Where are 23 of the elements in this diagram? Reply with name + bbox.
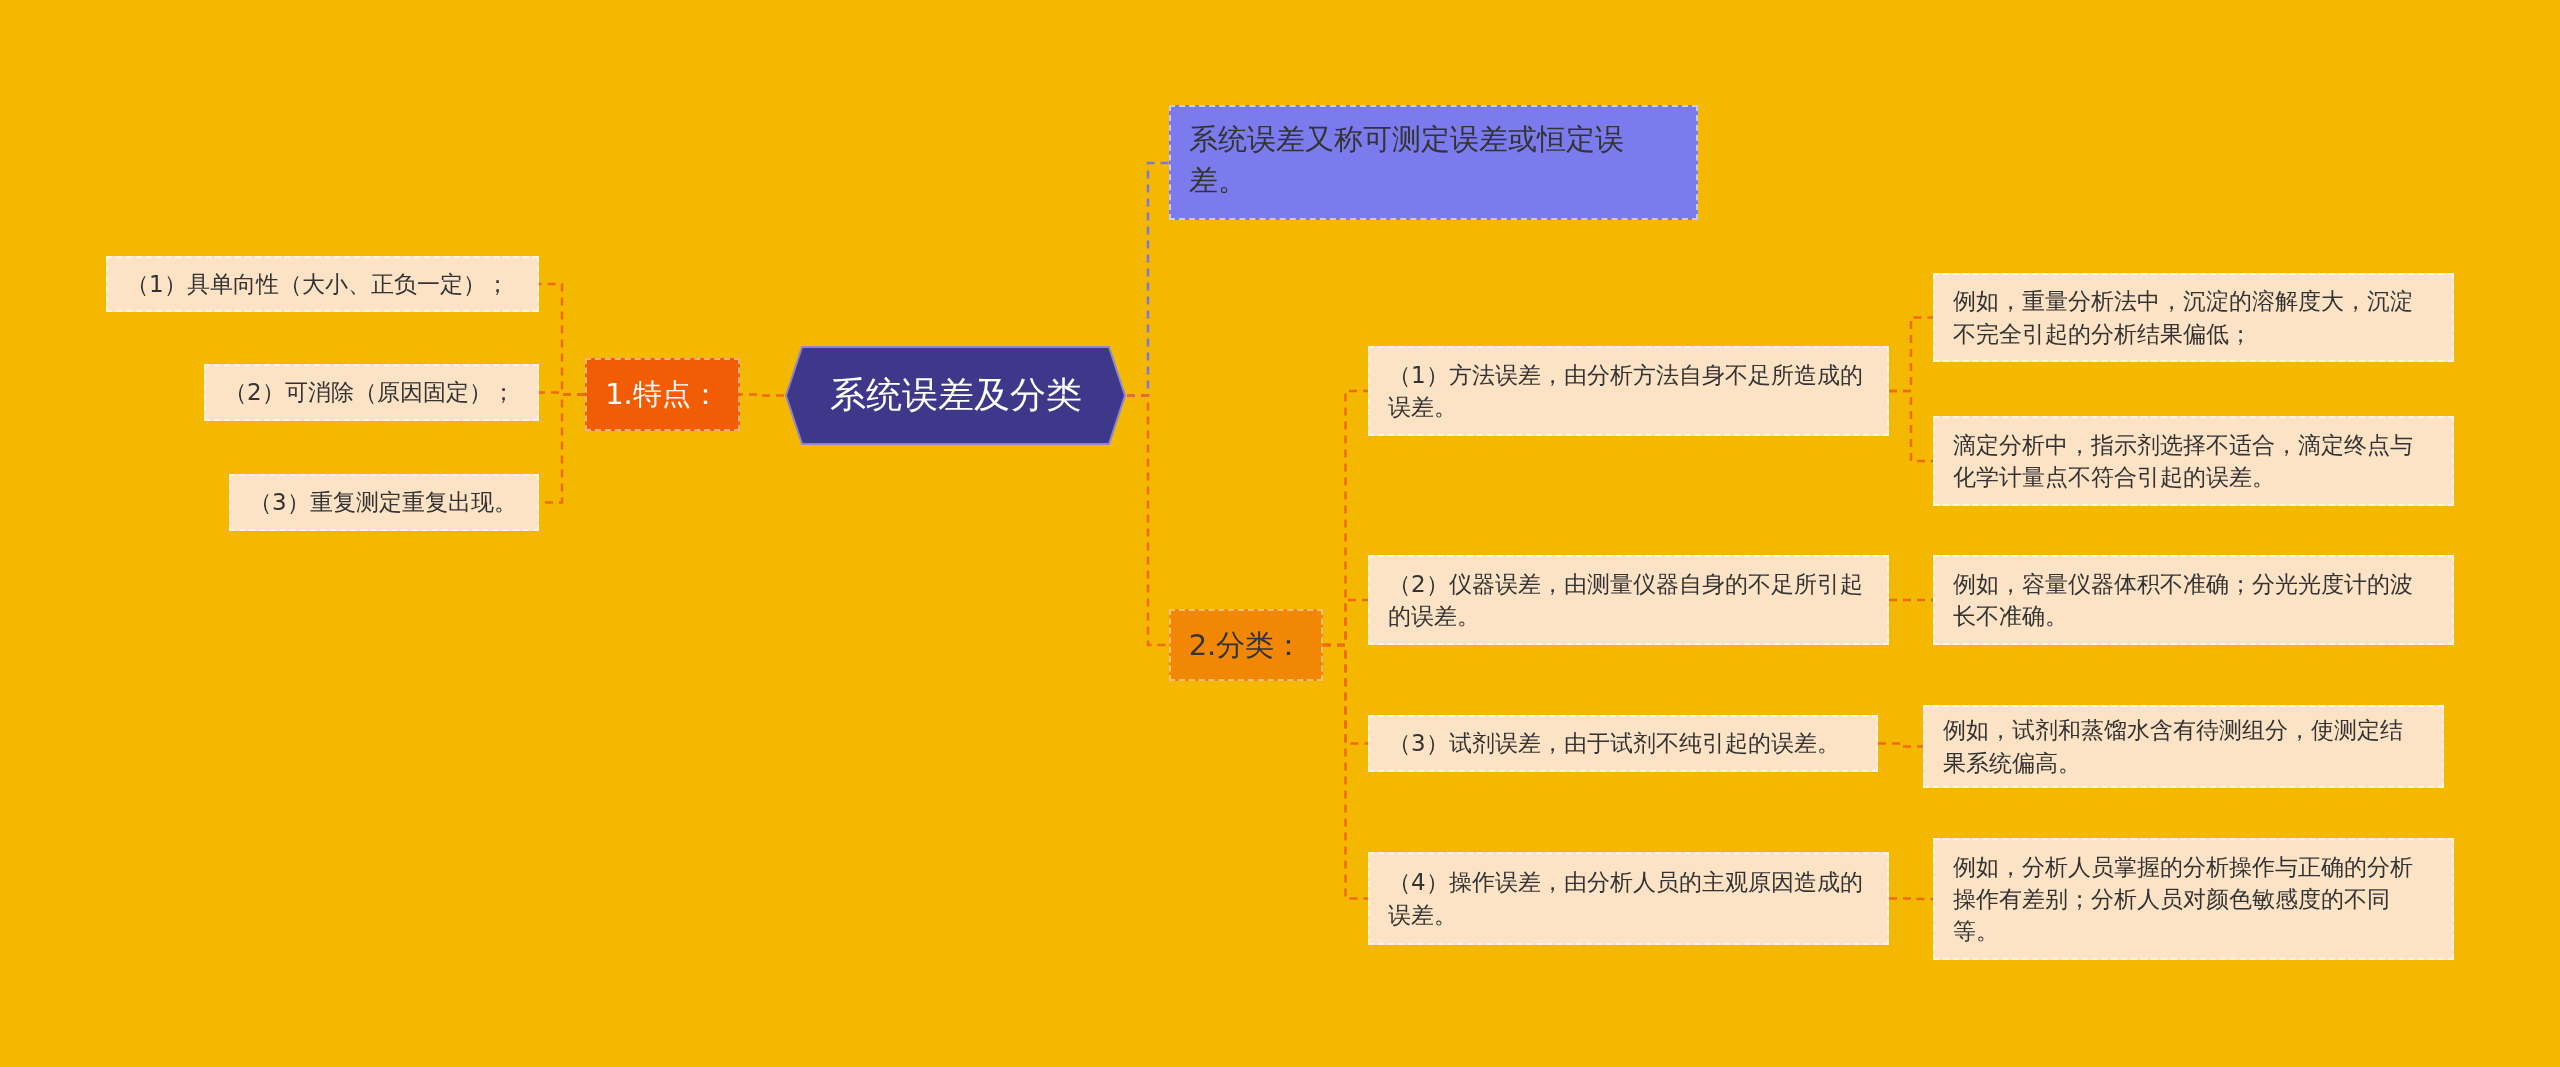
topic-box: 例如，分析人员掌握的分析操作与正确的分析操作有差别；分析人员对颜色敏感度的不同等。	[1933, 838, 2454, 960]
topic-box: （3）重复测定重复出现。	[229, 474, 539, 531]
topic-box: 2.分类：	[1169, 609, 1323, 681]
connector-line	[1323, 643, 1368, 900]
topic-box: （1）方法误差，由分析方法自身不足所造成的误差。	[1368, 346, 1889, 436]
topic-box: （3）试剂误差，由于试剂不纯引起的误差。	[1368, 715, 1878, 772]
topic-box: 例如，重量分析法中，沉淀的溶解度大，沉淀不完全引起的分析结果偏低；	[1933, 273, 2454, 362]
topic-box: 例如，容量仪器体积不准确；分光光度计的波长不准确。	[1933, 555, 2454, 645]
topic-box: 系统误差又称可测定误差或恒定误差。	[1169, 105, 1698, 220]
connector-line	[1127, 394, 1169, 647]
topic-box: 例如，试剂和蒸馏水含有待测组分，使测定结果系统偏高。	[1923, 705, 2444, 788]
topic-box: （1）具单向性（大小、正负一定）；	[106, 256, 539, 312]
topic-box: 滴定分析中，指示剂选择不适合，滴定终点与化学计量点不符合引起的误差。	[1933, 416, 2454, 506]
connector-line	[1889, 897, 1933, 901]
connector-line	[1889, 598, 1933, 602]
connector-line	[1889, 389, 1933, 463]
topic-box: （2）可消除（原因固定）；	[204, 364, 539, 421]
connector-line	[1878, 742, 1923, 748]
topic-box: （4）操作误差，由分析人员的主观原因造成的误差。	[1368, 852, 1889, 945]
central-topic-hexagon: 系统误差及分类	[784, 345, 1127, 446]
connector-line	[740, 393, 784, 397]
topic-box: （2）仪器误差，由测量仪器自身的不足所引起的误差。	[1368, 555, 1889, 645]
topic-box: 1.特点：	[585, 358, 740, 431]
